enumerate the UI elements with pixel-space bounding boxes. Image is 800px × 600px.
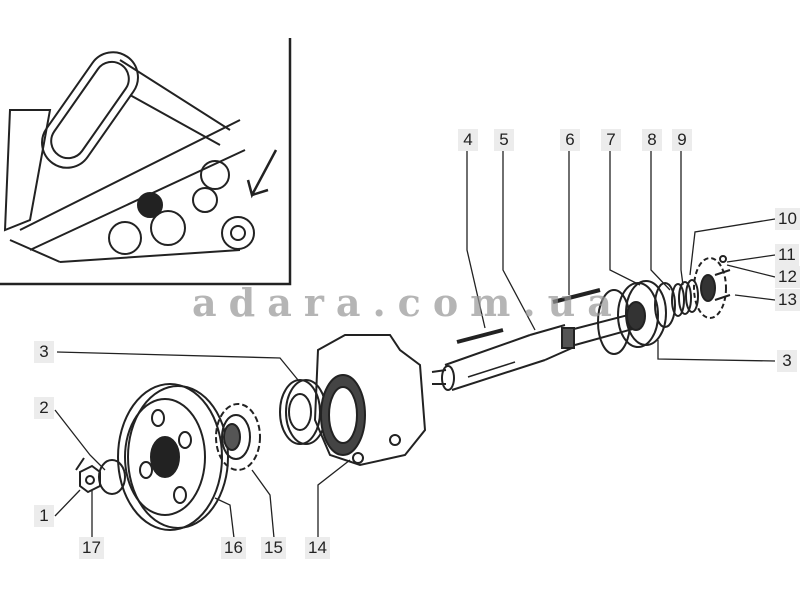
part-label-17: 17 bbox=[79, 537, 104, 559]
part-label-5: 5 bbox=[494, 129, 514, 151]
shaft bbox=[431, 311, 641, 391]
sprocket-right bbox=[693, 255, 731, 319]
part-label-12: 12 bbox=[775, 266, 800, 288]
key-6 bbox=[552, 288, 601, 304]
part-label-2: 2 bbox=[34, 397, 54, 419]
leader-lines bbox=[54, 150, 776, 539]
spacer-8 bbox=[654, 282, 676, 328]
part-label-3-right: 3 bbox=[777, 350, 797, 372]
part-label-9: 9 bbox=[672, 129, 692, 151]
part-label-8: 8 bbox=[642, 129, 662, 151]
bearing-right bbox=[617, 280, 667, 348]
bearing-housing bbox=[313, 334, 427, 467]
part-label-11: 11 bbox=[775, 244, 799, 266]
part-label-16: 16 bbox=[221, 537, 246, 559]
part-label-1: 1 bbox=[34, 505, 54, 527]
part-label-6: 6 bbox=[560, 129, 580, 151]
nut-washer bbox=[75, 457, 126, 495]
part-label-4: 4 bbox=[458, 129, 478, 151]
spring-9 bbox=[671, 279, 699, 317]
machine-inset bbox=[0, 38, 292, 286]
sprocket-left bbox=[215, 403, 261, 471]
bearing-left bbox=[279, 379, 327, 445]
part-label-13: 13 bbox=[775, 289, 800, 311]
part-label-14: 14 bbox=[305, 537, 330, 559]
part-label-10: 10 bbox=[775, 208, 800, 230]
key-4 bbox=[456, 328, 504, 344]
pulley bbox=[117, 383, 229, 531]
part-label-3-left: 3 bbox=[34, 341, 54, 363]
part-label-15: 15 bbox=[261, 537, 286, 559]
watermark: adara.com.ua bbox=[192, 280, 624, 325]
part-label-7: 7 bbox=[601, 129, 621, 151]
